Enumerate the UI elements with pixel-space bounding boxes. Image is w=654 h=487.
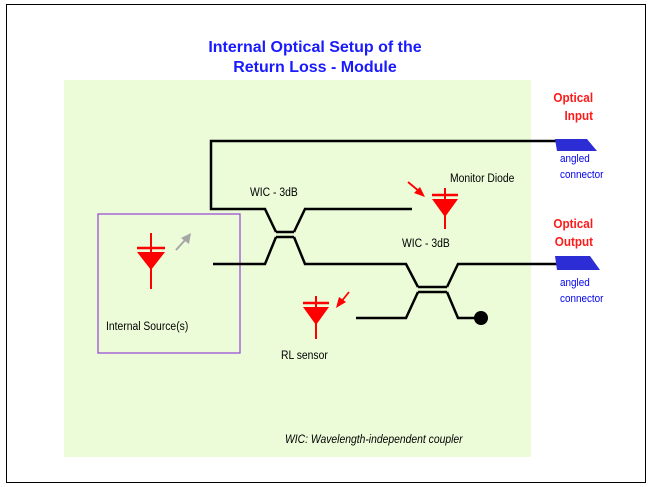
monitor-fiber-path — [292, 207, 412, 233]
output-connector-label: angled connector — [560, 275, 603, 307]
optical-output-label-line1: Optical — [553, 216, 593, 231]
input-connector-label: angled connector — [560, 151, 603, 183]
optical-output-label: Optical Output — [553, 215, 593, 251]
wic-footnote: WIC: Wavelength-independent coupler — [285, 434, 463, 446]
output-connector-label-line1: angled — [560, 277, 590, 289]
wic-lower-label: WIC - 3dB — [402, 238, 450, 250]
internal-source-label: Internal Source(s) — [106, 321, 189, 333]
output-angled-connector — [555, 256, 600, 270]
input-fiber-path — [209, 139, 564, 233]
optical-output-label-line2: Output — [554, 234, 593, 249]
title-line-2: Return Loss - Module — [233, 59, 397, 76]
module-panel — [64, 80, 531, 457]
source-diode-icon — [137, 233, 165, 289]
diagram-title: Internal Optical Setup of the Return Los… — [150, 38, 480, 78]
emission-arrow-icon — [175, 233, 191, 251]
optical-input-label-line2: Input — [564, 108, 593, 123]
source-fiber-path — [213, 236, 278, 266]
title-line-1: Internal Optical Setup of the — [208, 39, 422, 56]
internal-source-box — [97, 213, 241, 354]
monitor-diode-label: Monitor Diode — [450, 173, 515, 185]
output-fiber-path — [445, 262, 562, 288]
rl-sensor-label: RL sensor — [281, 350, 328, 362]
input-connector-label-line2: connector — [560, 169, 604, 181]
input-angled-connector — [555, 139, 597, 151]
middle-fiber-path — [292, 236, 420, 288]
optical-input-label-line1: Optical — [553, 90, 593, 105]
wic-lower-coupler — [418, 285, 447, 294]
wic-upper-coupler — [276, 230, 294, 239]
output-connector-label-line2: connector — [560, 293, 604, 305]
rl-sensor-fiber-path — [356, 291, 420, 320]
wic-upper-label: WIC - 3dB — [250, 187, 298, 199]
input-connector-label-line1: angled — [560, 153, 590, 165]
fiber-termination — [474, 311, 488, 325]
termination-fiber-path — [445, 291, 479, 320]
monitor-light-arrow-icon — [407, 181, 425, 197]
rl-sensor-diode-icon — [303, 296, 329, 339]
monitor-diode-icon — [432, 188, 458, 229]
optical-input-label: Optical Input — [553, 89, 593, 125]
rl-light-arrow-icon — [336, 291, 350, 308]
